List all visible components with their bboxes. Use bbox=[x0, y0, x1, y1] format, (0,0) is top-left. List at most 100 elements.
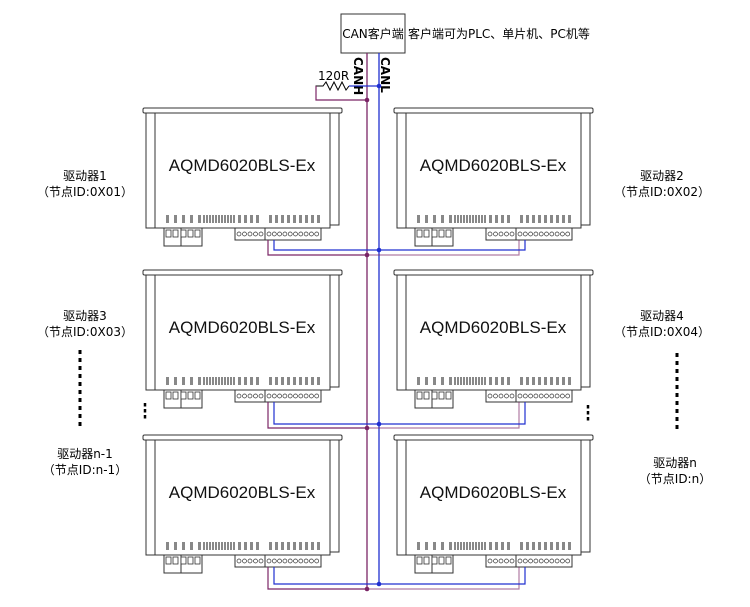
pin-label-mark bbox=[281, 542, 284, 550]
pin-label-mark bbox=[495, 377, 498, 385]
pin-label-mark bbox=[457, 377, 459, 385]
pin-label-mark bbox=[238, 215, 241, 223]
pin-label-mark bbox=[460, 377, 462, 385]
terminal-screw bbox=[194, 391, 201, 400]
terminal-hole bbox=[303, 393, 309, 399]
terminal-hole bbox=[522, 231, 528, 237]
pin-label-mark bbox=[538, 377, 541, 385]
pin-label-mark bbox=[481, 377, 483, 385]
pin-label-mark bbox=[203, 215, 205, 223]
pin-label-mark bbox=[227, 377, 229, 385]
pin-label-mark bbox=[293, 377, 296, 385]
terminal-screw bbox=[423, 229, 430, 238]
ellipsis-dot bbox=[586, 405, 590, 409]
pin-label-mark bbox=[556, 215, 559, 223]
pin-label-mark bbox=[215, 215, 217, 223]
terminal-hole bbox=[554, 231, 560, 237]
pin-label-mark bbox=[484, 377, 486, 385]
pin-label-mark bbox=[562, 542, 565, 550]
pin-label-mark bbox=[501, 542, 504, 550]
ellipsis-left-small bbox=[143, 403, 147, 419]
ellipsis-dot bbox=[675, 369, 679, 373]
can-client-box bbox=[340, 13, 406, 54]
terminal-hole bbox=[277, 393, 282, 399]
driver-model-label: AQMD6020BLS-Ex bbox=[169, 156, 316, 175]
terminal-hole bbox=[493, 231, 498, 237]
terminal-hole bbox=[309, 393, 314, 399]
terminal-hole bbox=[309, 558, 314, 564]
terminal-screw bbox=[438, 556, 445, 565]
driver-left-post bbox=[145, 112, 156, 229]
terminal-hole bbox=[504, 393, 509, 399]
terminal-hole bbox=[282, 231, 288, 237]
ellipsis-dot bbox=[78, 414, 82, 418]
pin-labels bbox=[417, 542, 571, 550]
pin-labels bbox=[166, 542, 320, 550]
ellipsis-dot bbox=[675, 353, 679, 357]
pin-label-mark bbox=[417, 215, 420, 223]
canl-label: CANL bbox=[378, 57, 392, 93]
driver-name-label: 驱动器4 bbox=[640, 309, 684, 323]
ellipsis-dot bbox=[675, 377, 679, 381]
terminal-screw bbox=[165, 229, 172, 238]
canh-drop-wire bbox=[367, 402, 520, 429]
driver-5: AQMD6020BLS-Ex bbox=[142, 434, 382, 592]
canl-drop-wire bbox=[379, 240, 526, 251]
pin-label-mark bbox=[520, 377, 523, 385]
pin-label-mark bbox=[556, 542, 559, 550]
pin-label-mark bbox=[293, 215, 296, 223]
pin-label-mark bbox=[489, 377, 492, 385]
driver-top-lip bbox=[393, 107, 594, 114]
pin-label-mark bbox=[463, 542, 465, 550]
pin-label-mark bbox=[568, 215, 571, 223]
canl-drop-wire bbox=[379, 402, 526, 425]
terminal-hole bbox=[242, 231, 247, 237]
can-connector bbox=[515, 554, 573, 568]
terminal-hole bbox=[298, 558, 304, 564]
pin-label-mark bbox=[166, 215, 169, 223]
terminal-screw bbox=[416, 229, 423, 238]
terminal-hole bbox=[528, 231, 533, 237]
pin-label-mark bbox=[457, 215, 459, 223]
terminal-hole bbox=[293, 231, 298, 237]
terminal-hole bbox=[242, 393, 247, 399]
can-connector bbox=[515, 227, 573, 241]
driver-top-lip bbox=[393, 434, 594, 441]
pin-label-mark bbox=[174, 215, 177, 223]
pin-label-mark bbox=[221, 542, 223, 550]
terminal-screw bbox=[172, 556, 179, 565]
terminal-hole bbox=[517, 558, 523, 564]
driver-name-label: 驱动器n-1 bbox=[57, 447, 113, 461]
pin-label-mark bbox=[501, 215, 504, 223]
terminal-hole bbox=[560, 558, 565, 564]
pin-label-mark bbox=[472, 377, 474, 385]
pin-label-mark bbox=[166, 542, 169, 550]
driver-node-id-label: （节点ID:0X03） bbox=[37, 325, 133, 339]
pin-label-mark bbox=[441, 215, 444, 223]
terminal-hole bbox=[554, 393, 560, 399]
driver-body bbox=[154, 438, 331, 556]
pin-label-mark bbox=[218, 215, 220, 223]
terminal-hole bbox=[565, 558, 571, 564]
pin-label-mark bbox=[215, 377, 217, 385]
pin-label-mark bbox=[269, 377, 272, 385]
driver-body bbox=[154, 111, 331, 229]
terminal-hole bbox=[282, 393, 288, 399]
terminal-hole bbox=[533, 558, 539, 564]
pin-label-mark bbox=[212, 377, 214, 385]
ellipsis-dot bbox=[675, 393, 679, 397]
pin-label-mark bbox=[478, 377, 480, 385]
pin-label-mark bbox=[472, 542, 474, 550]
driver-body bbox=[405, 273, 582, 391]
terminal-screw bbox=[445, 229, 452, 238]
pin-labels bbox=[166, 377, 320, 385]
terminal-hole bbox=[504, 231, 509, 237]
terminal-screw bbox=[180, 391, 187, 400]
pin-label-mark bbox=[544, 377, 547, 385]
pin-label-mark bbox=[281, 377, 284, 385]
pin-label-mark bbox=[489, 542, 492, 550]
pin-label-mark bbox=[550, 377, 553, 385]
pin-label-mark bbox=[544, 215, 547, 223]
pin-label-mark bbox=[182, 377, 185, 385]
terminal-hole bbox=[242, 558, 247, 564]
